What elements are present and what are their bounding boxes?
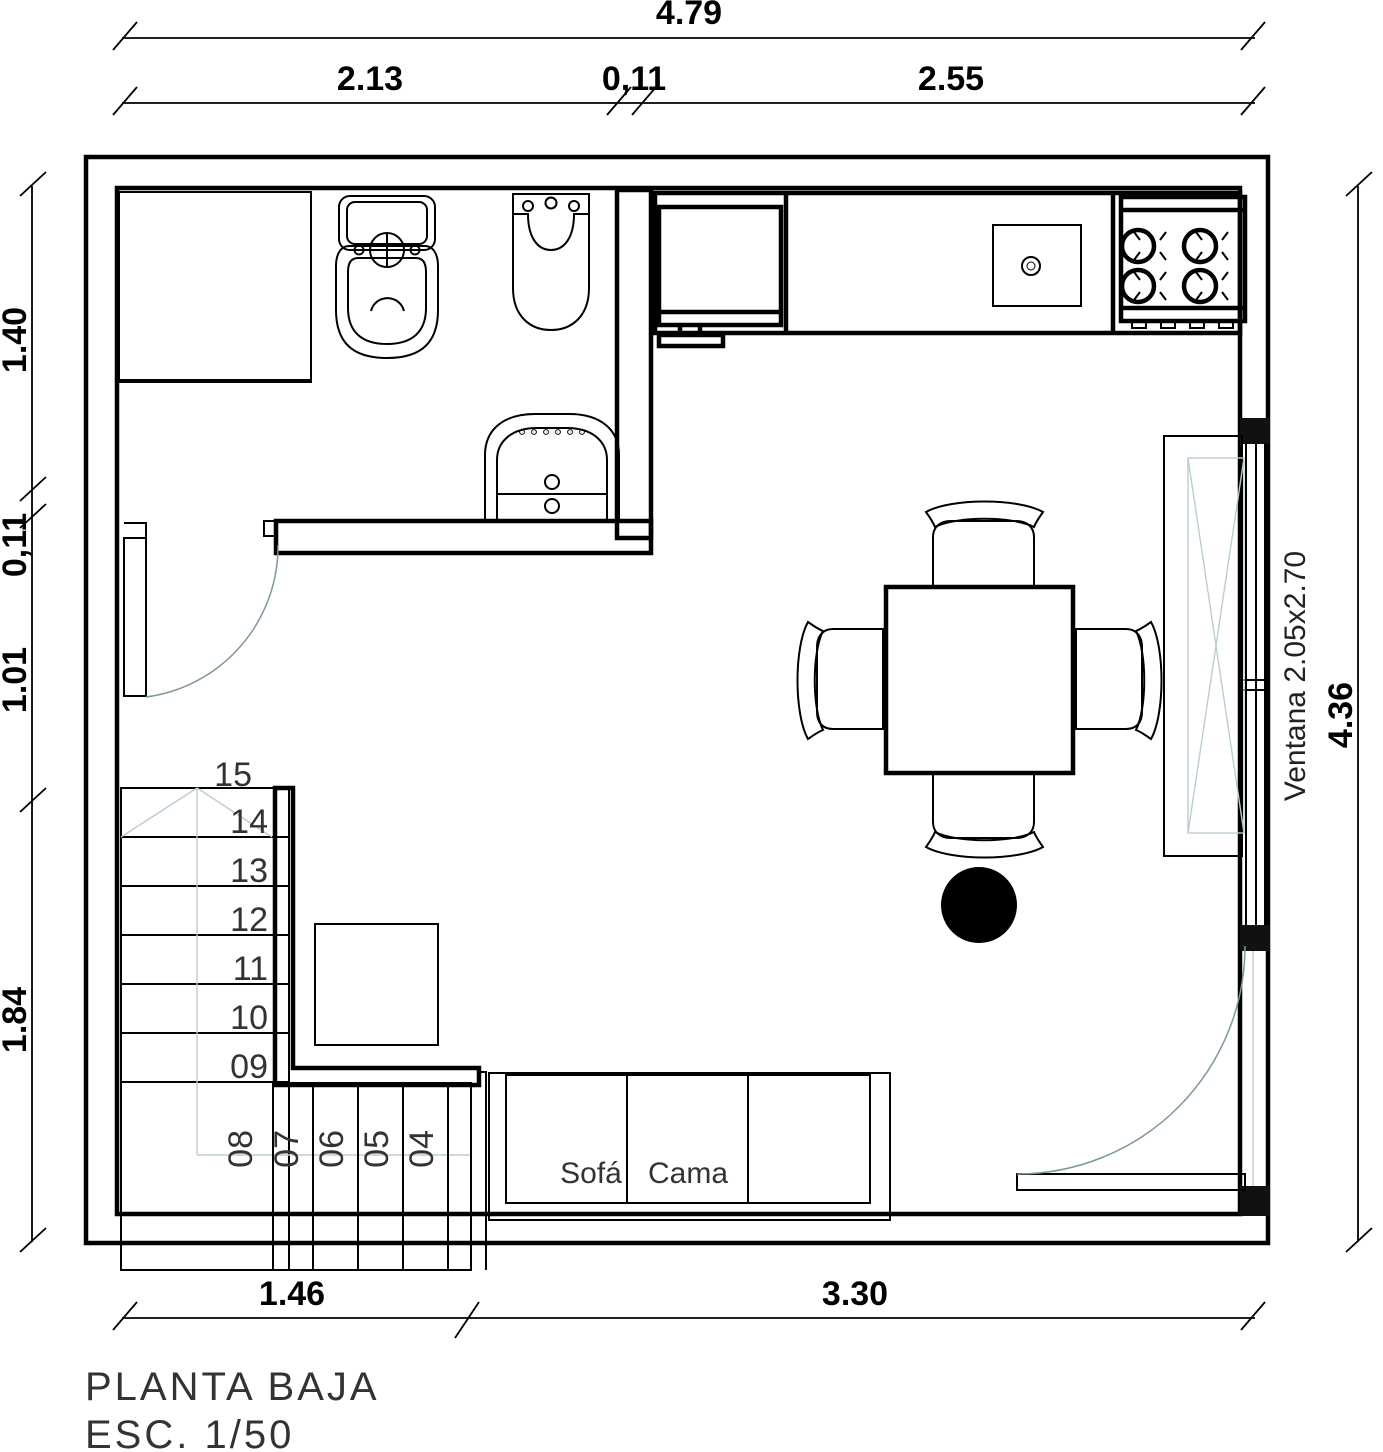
chair-icon-top <box>924 500 1045 588</box>
stair-step-05: 05 <box>358 1130 396 1168</box>
window-jamb-top <box>1240 418 1270 444</box>
sink-icon <box>484 413 620 521</box>
refrigerator-icon <box>656 204 784 349</box>
dim-left-seg-3: 1.01 <box>0 647 34 713</box>
bidet-icon <box>512 193 590 332</box>
dimension-bottom-segments: 1.46 3.30 <box>112 1275 1266 1339</box>
toilet-icon <box>335 195 439 360</box>
staircase-upper <box>120 787 472 1271</box>
dimension-top-segments: 2.13 0,11 2.55 <box>112 60 1266 116</box>
sofa-label-part1: Sofá <box>560 1157 622 1190</box>
stair-step-06: 06 <box>313 1130 351 1168</box>
page-title: PLANTA BAJA <box>85 1365 380 1409</box>
sofa-bed-icon: Sofá Cama <box>488 1072 891 1221</box>
stair-step-04: 04 <box>403 1130 441 1168</box>
chair-icon-left <box>796 620 884 741</box>
dim-bottom-seg-2: 3.30 <box>822 1275 888 1313</box>
dimension-right-overall: 4.36 <box>1322 171 1373 1253</box>
stair-step-numbers-lower: 08 07 06 05 04 <box>222 1130 441 1168</box>
dining-set <box>796 500 1163 859</box>
stair-step-08: 08 <box>222 1130 260 1168</box>
stair-step-14: 14 <box>230 803 268 841</box>
stair-step-10: 10 <box>230 999 268 1037</box>
stair-step-15: 15 <box>214 756 252 794</box>
stair-step-13: 13 <box>230 852 268 890</box>
stair-step-12: 12 <box>230 901 268 939</box>
drawing-scale: ESC. 1/50 <box>85 1413 294 1452</box>
coffee-table-icon <box>314 923 439 1046</box>
staircase-lower <box>272 1082 472 1271</box>
dim-top-seg-1: 2.13 <box>337 60 403 98</box>
sofa-label-part2: Cama <box>648 1157 728 1190</box>
stair-step-numbers-upper: 15 14 13 12 11 10 09 <box>214 756 268 1086</box>
stair-stringer <box>272 785 487 1270</box>
entry-door-icon[interactable] <box>1016 945 1270 1216</box>
stair-step-07: 07 <box>268 1130 306 1168</box>
dim-bottom-seg-1: 1.46 <box>259 1275 325 1313</box>
dim-left-seg-2: 0,11 <box>0 513 34 577</box>
kitchen-sink-icon <box>992 224 1082 307</box>
dim-left-seg-1: 1.40 <box>0 307 34 373</box>
dining-table-icon <box>883 584 1076 776</box>
dimension-left-segments: 1.40 0,11 1.01 1.84 <box>0 171 47 1253</box>
chair-icon-right <box>1075 620 1163 741</box>
stair-step-09: 09 <box>230 1048 268 1086</box>
dim-left-seg-4: 1.84 <box>0 987 34 1053</box>
bathroom-partitions <box>263 187 654 556</box>
bathroom-door-icon[interactable] <box>123 522 279 698</box>
stove-icon <box>1118 194 1248 329</box>
stove-burners <box>1119 227 1229 305</box>
dimension-top-overall: 4.79 <box>112 0 1266 51</box>
stair-step-11: 11 <box>233 950 268 988</box>
title-block: PLANTA BAJA ESC. 1/50 <box>85 1365 380 1452</box>
round-pot-icon <box>941 867 1017 943</box>
dim-right-overall-label: 4.36 <box>1322 682 1360 748</box>
chair-icon-bottom <box>924 771 1045 859</box>
dim-top-overall-label: 4.79 <box>656 0 722 32</box>
window-label: Ventana 2.05x2.70 <box>1279 551 1312 801</box>
sliding-window-icon: Ventana 2.05x2.70 <box>1163 418 1312 951</box>
kitchen-counter <box>652 190 1243 336</box>
dim-top-seg-2: 0,11 <box>602 60 666 98</box>
door-leaf <box>1016 1173 1246 1191</box>
shower-enclosure <box>118 191 312 383</box>
dim-top-seg-3: 2.55 <box>918 60 984 98</box>
